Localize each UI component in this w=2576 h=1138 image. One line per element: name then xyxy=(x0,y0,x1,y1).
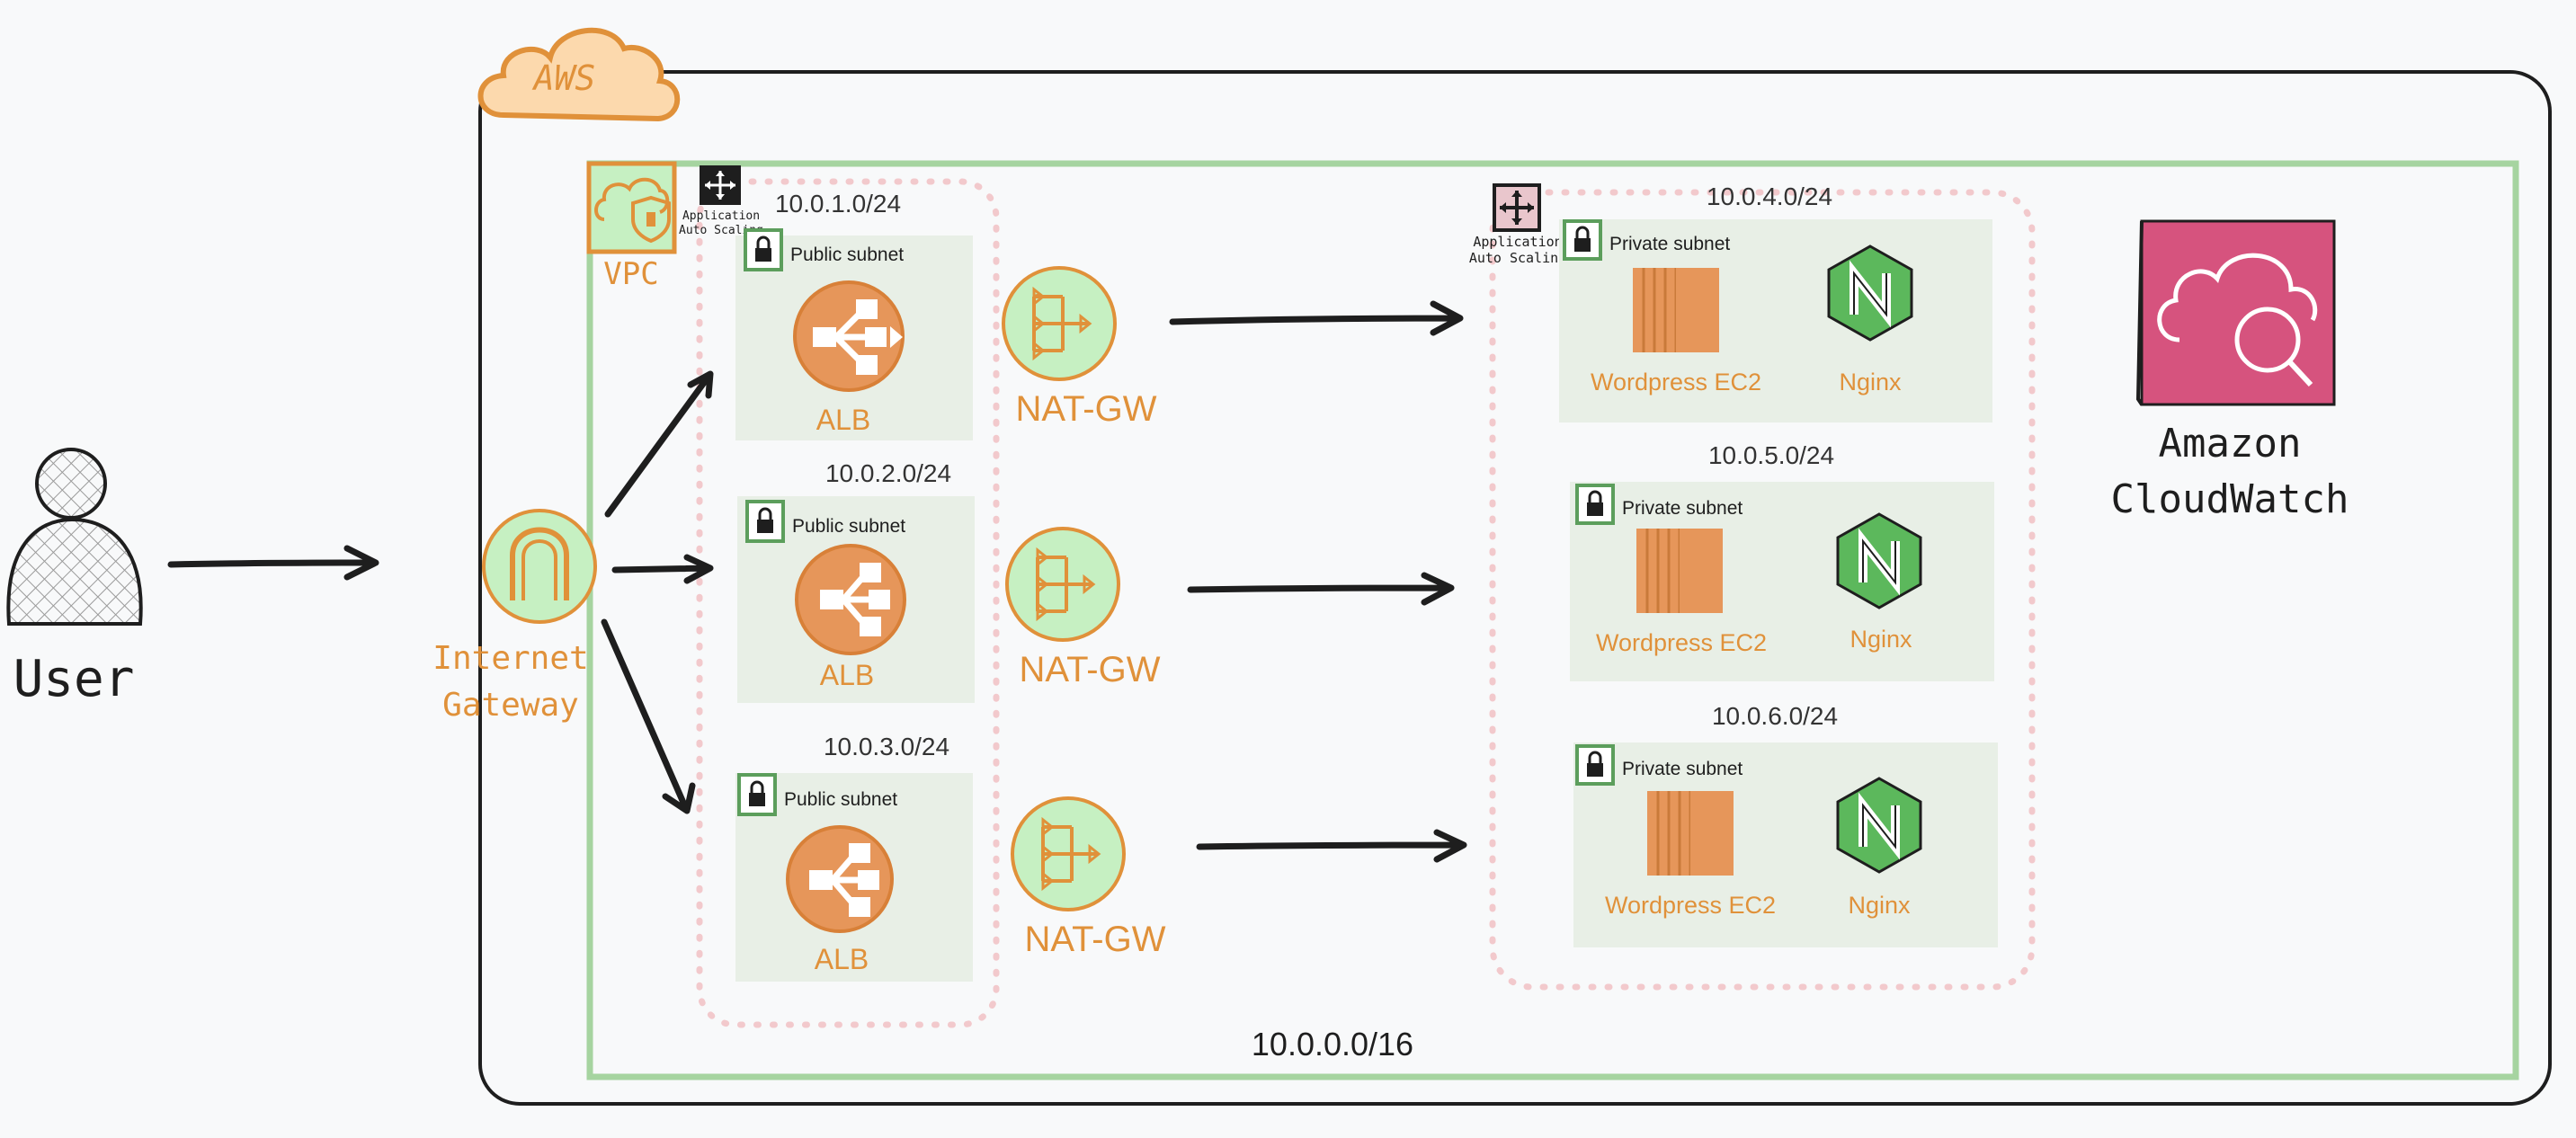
ec2-icon xyxy=(1636,529,1723,613)
nginx-icon xyxy=(1836,512,1922,609)
subnet-label: Private subnet xyxy=(1622,759,1743,779)
alb-label: ALB xyxy=(820,659,874,691)
alb-glyph xyxy=(813,299,903,375)
internet-gateway: Internet Gateway xyxy=(432,509,597,724)
lock-icon xyxy=(755,248,771,262)
nginx-label: Nginx xyxy=(1839,369,1902,396)
private-subnet: 10.0.6.0/24 Private subnet Wordpress EC2… xyxy=(1573,702,1998,947)
public-auto-scaling-group xyxy=(696,178,1000,1028)
lock-icon xyxy=(1587,502,1603,516)
arrow-igw-to-subnet-3 xyxy=(601,618,696,814)
auto-scaling-label-2: Auto Scaling xyxy=(679,224,763,237)
vpc-icon xyxy=(586,161,677,254)
vpc-label: VPC xyxy=(603,256,658,292)
lock-icon xyxy=(1574,238,1591,252)
alb-glyph xyxy=(820,563,890,636)
aws-account-frame xyxy=(478,70,2552,1106)
vpc-cidr-label: 10.0.0.0/16 xyxy=(1252,1026,1413,1062)
alb-label: ALB xyxy=(816,404,870,436)
arrow-nat-1-to-private xyxy=(1169,300,1464,336)
auto-scaling-label-1: Application xyxy=(682,209,760,223)
cloudwatch-icon xyxy=(2157,253,2318,342)
cloudwatch-label-2: CloudWatch xyxy=(2111,476,2349,522)
subnet-label: Public subnet xyxy=(784,789,897,810)
auto-scaling-icon: Application Auto Scaling xyxy=(1469,183,1566,266)
nginx-label: Nginx xyxy=(1850,626,1912,653)
public-subnet: 10.0.2.0/24 Public subnet ALB xyxy=(737,459,975,703)
private-subnet: 10.0.5.0/24 Private subnet Wordpress EC2… xyxy=(1570,441,1994,681)
lock-icon xyxy=(757,520,773,533)
arrow-nat-3-to-private xyxy=(1196,829,1467,863)
ec2-label: Wordpress EC2 xyxy=(1596,629,1767,656)
subnet-label: Private subnet xyxy=(1609,234,1730,254)
aws-cloud-icon: AWS xyxy=(477,27,681,122)
subnet-label: Public subnet xyxy=(792,516,905,537)
user-body-icon xyxy=(6,517,143,626)
internet-gateway-label-1: Internet xyxy=(432,640,588,677)
ec2-icon xyxy=(1647,791,1734,876)
arrow-igw-to-subnet-2 xyxy=(611,554,714,584)
nat-gateway: NAT-GW xyxy=(1002,266,1157,429)
public-subnet: 10.0.1.0/24 Public subnet ALB xyxy=(735,190,973,440)
subnet-cidr: 10.0.6.0/24 xyxy=(1712,702,1838,730)
alb-label: ALB xyxy=(815,943,869,975)
nginx-label: Nginx xyxy=(1848,892,1911,919)
lock-icon xyxy=(749,793,765,806)
nat-gateway-label: NAT-GW xyxy=(1024,920,1165,959)
nat-gateway: NAT-GW xyxy=(1011,796,1166,959)
user-head-icon xyxy=(35,448,107,520)
auto-scaling-label-1: Application xyxy=(1473,234,1562,250)
private-subnet: 10.0.4.0/24 Private subnet Wordpress EC2… xyxy=(1559,182,1992,422)
nat-gateway-label: NAT-GW xyxy=(1019,650,1160,689)
arrow-igw-to-subnet-1 xyxy=(604,370,714,518)
auto-scaling-label-2: Auto Scaling xyxy=(1469,250,1566,266)
aws-label: AWS xyxy=(532,58,596,98)
nginx-icon xyxy=(1827,244,1913,342)
ec2-label: Wordpress EC2 xyxy=(1591,369,1761,396)
lock-icon xyxy=(1587,763,1603,777)
user-label: User xyxy=(13,650,135,708)
auto-scaling-icon: Application Auto Scaling xyxy=(679,165,763,237)
internet-gateway-label-2: Gateway xyxy=(442,687,579,724)
subnet-label: Public subnet xyxy=(790,244,904,265)
subnet-cidr: 10.0.1.0/24 xyxy=(775,190,901,218)
ec2-label: Wordpress EC2 xyxy=(1605,892,1776,919)
cloudwatch: Amazon CloudWatch xyxy=(2111,219,2349,522)
subnet-cidr: 10.0.3.0/24 xyxy=(824,733,949,760)
user: User xyxy=(6,448,143,708)
arrow-user-to-igw xyxy=(167,545,379,581)
subnet-cidr: 10.0.5.0/24 xyxy=(1708,441,1834,469)
cloudwatch-label-1: Amazon xyxy=(2159,421,2302,467)
subnet-label: Private subnet xyxy=(1622,498,1743,519)
subnet-cidr: 10.0.2.0/24 xyxy=(825,459,951,487)
arrow-nat-2-to-private xyxy=(1187,572,1455,606)
alb-glyph xyxy=(809,843,879,917)
subnet-cidr: 10.0.4.0/24 xyxy=(1707,182,1832,210)
private-auto-scaling-group xyxy=(1489,189,2036,991)
nat-gateway-label: NAT-GW xyxy=(1015,389,1156,429)
vpc-frame xyxy=(586,160,2519,1080)
ec2-icon xyxy=(1633,268,1719,352)
nat-gateway: NAT-GW xyxy=(1005,527,1161,689)
nginx-icon xyxy=(1836,777,1922,874)
flow-arrows xyxy=(167,300,1467,863)
public-subnet: 10.0.3.0/24 Public subnet ALB xyxy=(735,733,973,982)
